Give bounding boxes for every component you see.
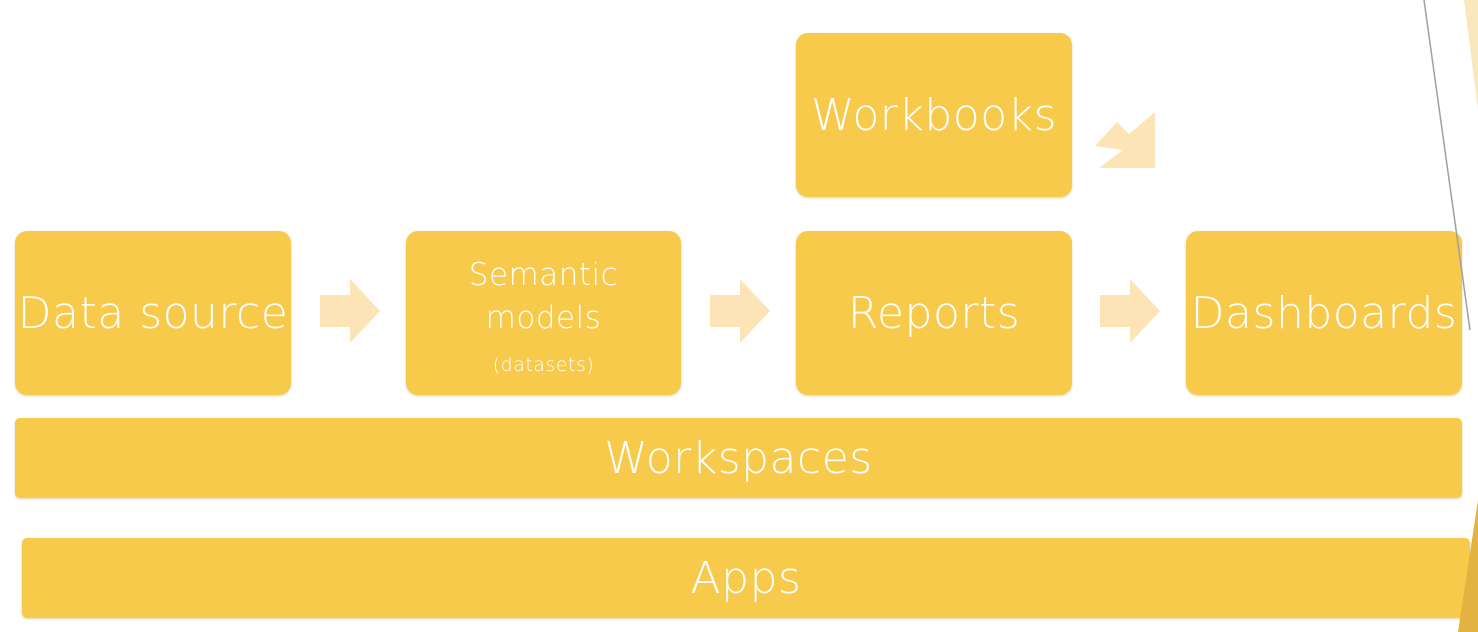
apps-label: Apps	[690, 552, 802, 604]
slide-edge-decoration	[1423, 0, 1478, 632]
arrow-right-icon	[320, 279, 380, 343]
semantic-models-label: Semantic models	[468, 257, 619, 336]
dashboards-label: Dashboards	[1190, 287, 1458, 339]
workbooks-box: Workbooks	[796, 33, 1072, 197]
data-source-box: Data source	[15, 231, 291, 395]
semantic-models-box: Semantic models (datasets)	[406, 231, 681, 395]
arrow-down-right-icon	[1095, 112, 1155, 168]
apps-bar: Apps	[22, 538, 1470, 618]
workspaces-label: Workspaces	[604, 432, 873, 484]
workspaces-bar: Workspaces	[15, 418, 1462, 498]
data-source-label: Data source	[17, 287, 289, 339]
workbooks-label: Workbooks	[810, 89, 1058, 141]
semantic-models-sublabel: (datasets)	[492, 354, 595, 376]
dashboards-box: Dashboards	[1186, 231, 1462, 395]
reports-box: Reports	[796, 231, 1072, 395]
arrow-right-icon	[1100, 279, 1160, 343]
reports-label: Reports	[847, 287, 1021, 339]
arrow-right-icon	[710, 279, 770, 343]
